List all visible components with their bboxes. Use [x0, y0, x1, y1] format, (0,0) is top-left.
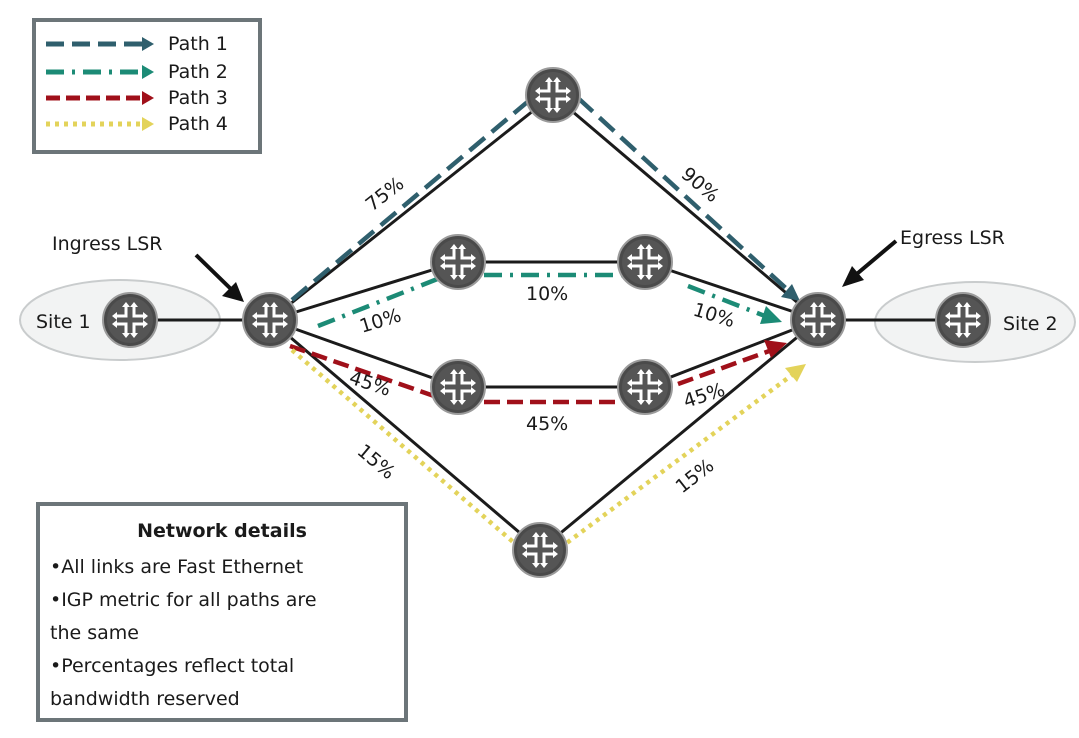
ingress-lsr-label: Ingress LSR — [52, 233, 162, 255]
legend: Path 1 Path 2 Path 3 Path 4 — [32, 18, 262, 154]
link-label-top-left: 75% — [362, 173, 409, 216]
router-site1-icon — [101, 291, 159, 349]
link-label-bottom-left: 15% — [353, 440, 399, 484]
egress-lsr-label: Egress LSR — [900, 227, 1005, 249]
site1-label: Site 1 — [36, 311, 91, 333]
legend-swatch-path-1 — [46, 37, 154, 51]
router-site2-icon — [934, 291, 992, 349]
path-3-arrowhead — [764, 340, 787, 358]
link-top-egress — [552, 93, 819, 322]
path-1 — [290, 86, 792, 302]
legend-label-path-4: Path 4 — [168, 113, 228, 135]
legend-label-path-2: Path 2 — [168, 61, 228, 83]
router-lower-right-icon — [616, 358, 674, 416]
link-label-top-right: 90% — [677, 163, 723, 207]
legend-label-path-3: Path 3 — [168, 87, 228, 109]
path-2 — [317, 272, 771, 329]
path-4 — [290, 348, 798, 550]
router-egress-lsr-icon — [789, 291, 847, 349]
network-details-title: Network details — [137, 520, 307, 542]
link-upper2-egress — [644, 260, 819, 322]
path-1-arrowhead — [781, 284, 800, 301]
egress-pointer-arrow — [842, 239, 898, 287]
router-bottom-icon — [511, 521, 569, 579]
path-3 — [289, 343, 773, 405]
router-lower-left-icon — [429, 358, 487, 416]
legend-swatch-path-2 — [46, 65, 154, 79]
details-line-3: the same — [50, 622, 139, 644]
network-details-box: Network details •All links are Fast Ethe… — [36, 502, 408, 722]
router-upper-right-icon — [616, 233, 674, 291]
router-ingress-lsr-icon — [241, 291, 299, 349]
legend-item-path-4: Path 4 — [36, 112, 256, 136]
legend-label-path-1: Path 1 — [168, 33, 228, 55]
link-bottom-egress — [539, 318, 819, 552]
path-4-arrowhead — [785, 364, 806, 382]
legend-item-path-3: Path 3 — [36, 86, 256, 110]
legend-swatch-path-3 — [46, 91, 154, 105]
path-2-arrowhead — [760, 306, 782, 324]
link-ingress-upper1 — [269, 260, 459, 322]
link-label-lower-right: 45% — [681, 379, 728, 413]
details-line-2: •IGP metric for all paths are — [50, 589, 317, 611]
details-line-5: bandwidth reserved — [50, 688, 240, 710]
link-label-upper-mid: 10% — [526, 283, 568, 305]
legend-item-path-2: Path 2 — [36, 60, 256, 84]
details-line-4: •Percentages reflect total — [50, 655, 295, 677]
links — [140, 93, 955, 552]
link-ingress-bottom — [269, 318, 541, 552]
router-top-icon — [524, 66, 582, 124]
link-ingress-top — [269, 93, 554, 322]
legend-swatch-path-4 — [46, 117, 154, 131]
details-line-1: •All links are Fast Ethernet — [50, 556, 304, 578]
site2-label: Site 2 — [1003, 313, 1058, 335]
router-upper-left-icon — [429, 233, 487, 291]
legend-item-path-1: Path 1 — [36, 32, 256, 56]
link-label-lower-left: 45% — [346, 367, 393, 401]
link-lower2-egress — [644, 318, 819, 389]
link-label-lower-mid: 45% — [526, 413, 568, 435]
ingress-pointer-arrow — [194, 253, 244, 302]
link-ingress-lower1 — [269, 318, 459, 389]
